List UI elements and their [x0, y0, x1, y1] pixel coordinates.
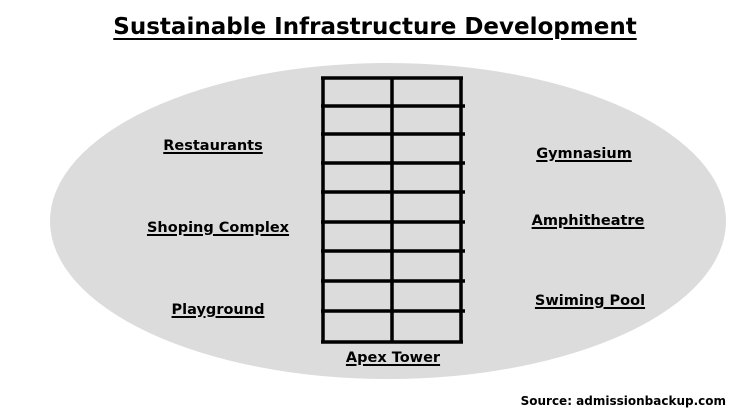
source-credit: Source: admissionbackup.com	[520, 394, 726, 408]
facility-label-restaurants: Restaurants	[163, 138, 263, 154]
diagram-title: Sustainable Infrastructure Development	[113, 14, 637, 40]
tower-label: Apex Tower	[345, 350, 441, 366]
facility-label-amphitheatre: Amphitheatre	[531, 213, 645, 229]
facility-label-gymnasium: Gymnasium	[536, 146, 632, 162]
facility-label-swimming-pool: Swiming Pool	[534, 293, 646, 309]
facility-label-playground: Playground	[171, 302, 265, 318]
facility-label-shopping-complex: Shoping Complex	[146, 220, 290, 236]
apex-tower-building	[321, 76, 465, 344]
